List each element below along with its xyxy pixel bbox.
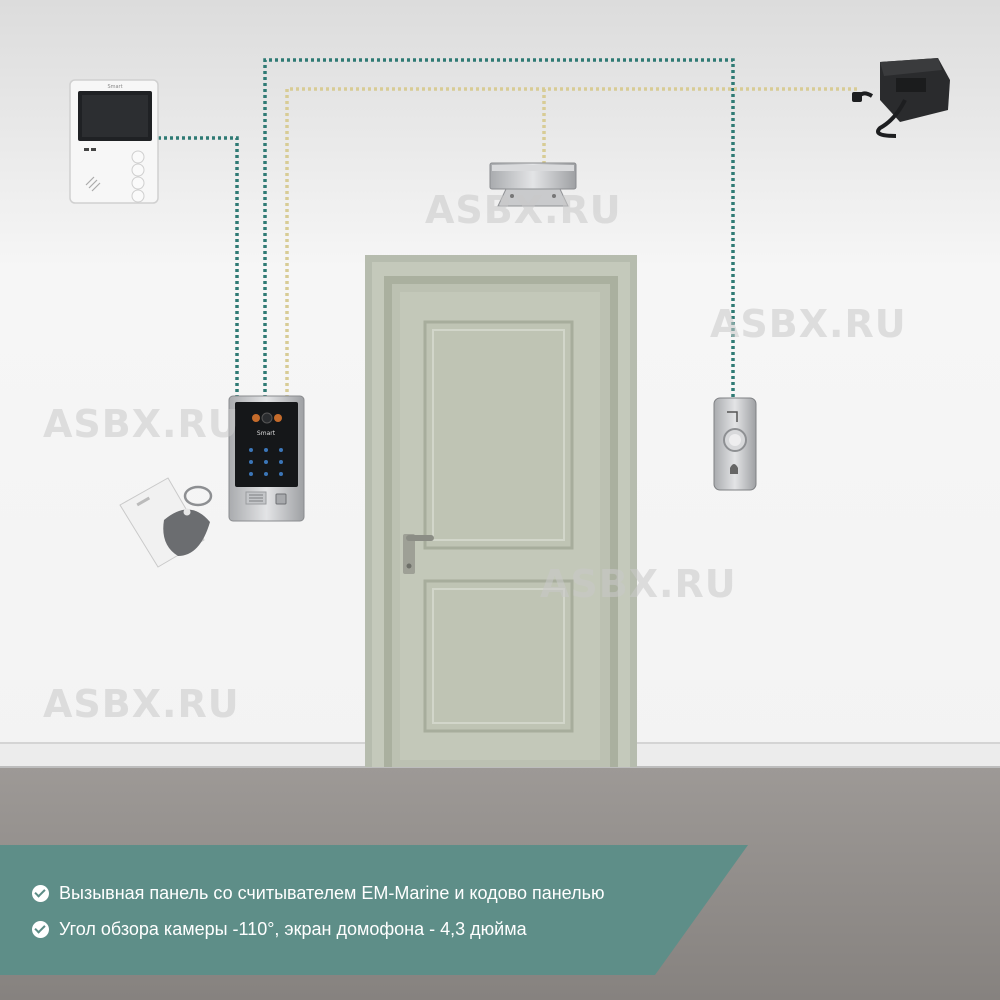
wire-monitor-panel xyxy=(158,136,239,398)
video-intercom-monitor-icon: Smart xyxy=(69,79,159,204)
electromagnetic-lock-icon xyxy=(489,162,577,207)
door-handle-icon[interactable] xyxy=(403,534,434,574)
banner-item-text: Угол обзора камеры -110°, экран домофона… xyxy=(59,919,527,939)
svg-text:Smart: Smart xyxy=(107,84,122,90)
checkmark-icon xyxy=(32,921,49,938)
banner-item: Вызывная панель со считывателем EM-Marin… xyxy=(32,883,604,904)
info-banner: Вызывная панель со считывателем EM-Marin… xyxy=(0,845,750,975)
rfid-card-and-keyfob-icon xyxy=(119,477,213,568)
exit-button-icon[interactable] xyxy=(713,397,757,491)
banner-item-text: Вызывная панель со считывателем EM-Marin… xyxy=(59,883,605,903)
power-supply-icon xyxy=(852,58,950,138)
banner-item: Угол обзора камеры -110°, экран домофона… xyxy=(32,919,527,940)
call-panel-icon: Smart xyxy=(228,395,305,522)
wiring xyxy=(158,58,860,400)
door[interactable] xyxy=(365,255,637,767)
wire-panel-power xyxy=(285,87,860,398)
wire-panel-exit-button xyxy=(263,58,735,400)
checkmark-icon xyxy=(32,885,49,902)
svg-text:Smart: Smart xyxy=(257,430,276,437)
